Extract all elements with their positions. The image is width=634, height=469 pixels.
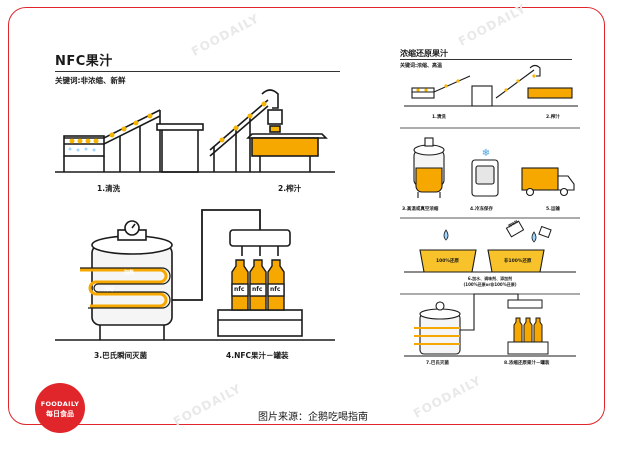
collecting-bin-icon — [156, 123, 204, 173]
mini-filler-icon — [507, 299, 549, 355]
water-drop-icon — [443, 229, 537, 243]
left-title: NFC果汁 — [55, 54, 113, 69]
step-caption: 2.榨汁 — [546, 115, 560, 120]
step-caption: 5.运输 — [546, 207, 560, 212]
svg-text:❄: ❄ — [482, 148, 490, 159]
elevator-conveyor-icon — [209, 89, 279, 172]
sachet-icon — [505, 220, 552, 239]
heat-label: 加热 — [124, 270, 135, 276]
mixing-tank-icon — [404, 249, 576, 273]
title-rule — [55, 71, 340, 72]
filling-machine-icon — [217, 229, 303, 337]
step-caption: 8.浓缩还原果汁－罐装 — [504, 361, 550, 366]
step-caption: 4.冷冻保存 — [470, 207, 493, 212]
concentrator-icon — [413, 137, 445, 198]
water-drops-icon — [68, 147, 96, 152]
content-frame — [8, 7, 605, 425]
left-keywords: 关键词:非浓缩、新鲜 — [55, 76, 126, 85]
tank-label: 100%还原 — [436, 259, 459, 264]
step-caption: 7.巴氏灭菌 — [426, 361, 449, 366]
right-keywords: 关键词:浓缩、高温 — [400, 63, 443, 69]
step-caption: 1.清洗 — [97, 184, 121, 193]
bottle-label: nfc — [234, 286, 245, 293]
juice-bottle-icon — [231, 259, 285, 311]
truck-icon — [521, 167, 575, 197]
fruit-icon — [69, 113, 153, 144]
step-caption: 3.高温或真空浓缩 — [402, 207, 439, 212]
tank-label: 非100%还原 — [504, 259, 532, 264]
heating-coil-icon — [80, 268, 168, 308]
bottle-label: nfc — [270, 286, 281, 293]
step-caption: 3.巴氏瞬间灭菌 — [94, 351, 148, 360]
step-caption: 4.NFC果汁－罐装 — [226, 351, 289, 360]
title-rule — [400, 59, 572, 60]
mini-pasteurizer-icon — [414, 301, 461, 355]
image-source: 图片来源：企鹅吃喝指南 — [258, 412, 368, 423]
foodaily-logo: FOODAILY 每日食品 — [35, 383, 85, 433]
pipe-icon — [460, 293, 519, 331]
mini-wash-press-icon — [404, 64, 578, 107]
add-step-caption: 6.加水、调味剂、添加剂 (100%还原or非100%还原) — [463, 276, 517, 287]
fruit-icon — [219, 101, 267, 143]
freezer-icon: ❄ — [471, 148, 499, 197]
pipe-icon — [172, 209, 261, 301]
right-title: 浓缩还原果汁 — [400, 49, 448, 58]
juice-press-icon — [246, 109, 328, 172]
bottle-label: nfc — [252, 286, 263, 293]
step-caption: 1.清洗 — [432, 115, 446, 120]
step-caption: 2.榨汁 — [278, 184, 302, 193]
cool-label: 冷却 — [104, 287, 115, 293]
